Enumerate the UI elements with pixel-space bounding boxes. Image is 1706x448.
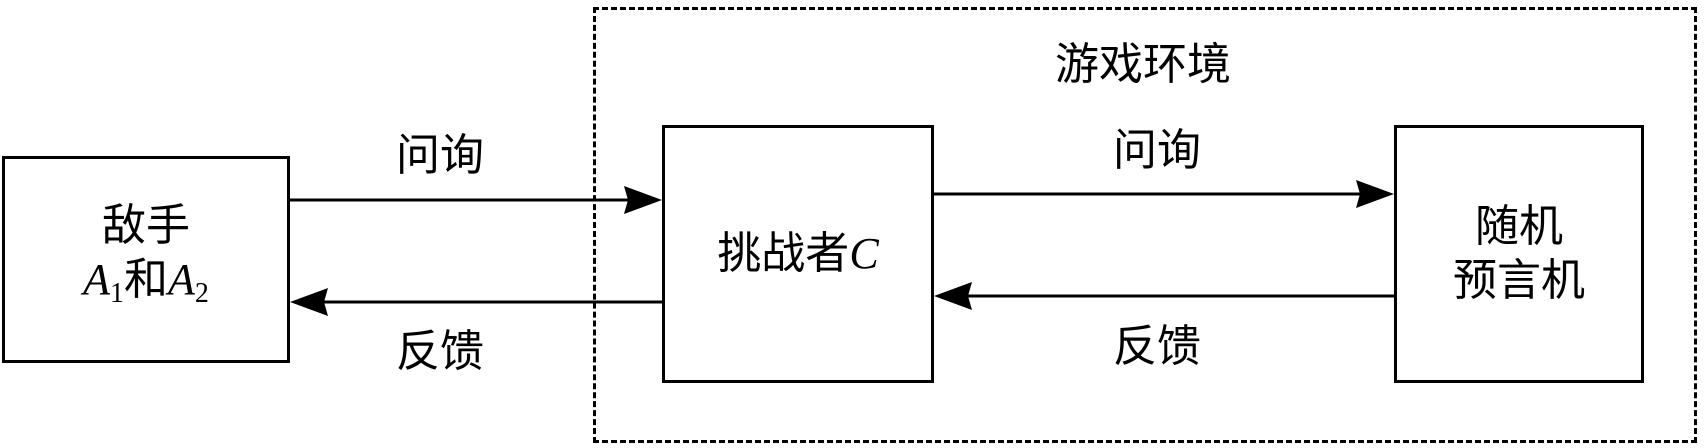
game-environment-title: 游戏环境 — [1055, 39, 1231, 90]
adversary-names: A1和A2 — [83, 253, 209, 321]
adversary-a1: A — [83, 254, 110, 304]
query-label-right: 问询 — [1113, 125, 1201, 176]
query-arrow-right — [934, 180, 1394, 208]
adversary-conjunction: 和 — [124, 253, 168, 305]
adversary-box: 敌手 A1和A2 — [2, 156, 290, 363]
query-arrow-left — [290, 186, 662, 214]
adversary-a2-subscript: 2 — [194, 277, 209, 309]
challenger-label: 挑战者C — [717, 227, 878, 281]
feedback-arrow-right — [934, 282, 1394, 310]
adversary-a2: A — [168, 254, 195, 304]
feedback-label-right: 反馈 — [1113, 321, 1201, 372]
oracle-label-line1: 随机 — [1475, 201, 1563, 252]
random-oracle-box: 随机 预言机 — [1394, 125, 1644, 383]
adversary-label: 敌手 — [102, 199, 190, 251]
challenger-name: 挑战者 — [717, 228, 850, 279]
oracle-label-line2: 预言机 — [1453, 255, 1585, 306]
query-label-left: 问询 — [396, 130, 484, 181]
feedback-arrow-left — [290, 288, 662, 316]
feedback-label-left: 反馈 — [396, 326, 484, 377]
challenger-box: 挑战者C — [662, 125, 934, 383]
adversary-a1-subscript: 1 — [110, 277, 124, 309]
game-environment-region — [593, 7, 1697, 443]
challenger-symbol: C — [849, 229, 879, 278]
